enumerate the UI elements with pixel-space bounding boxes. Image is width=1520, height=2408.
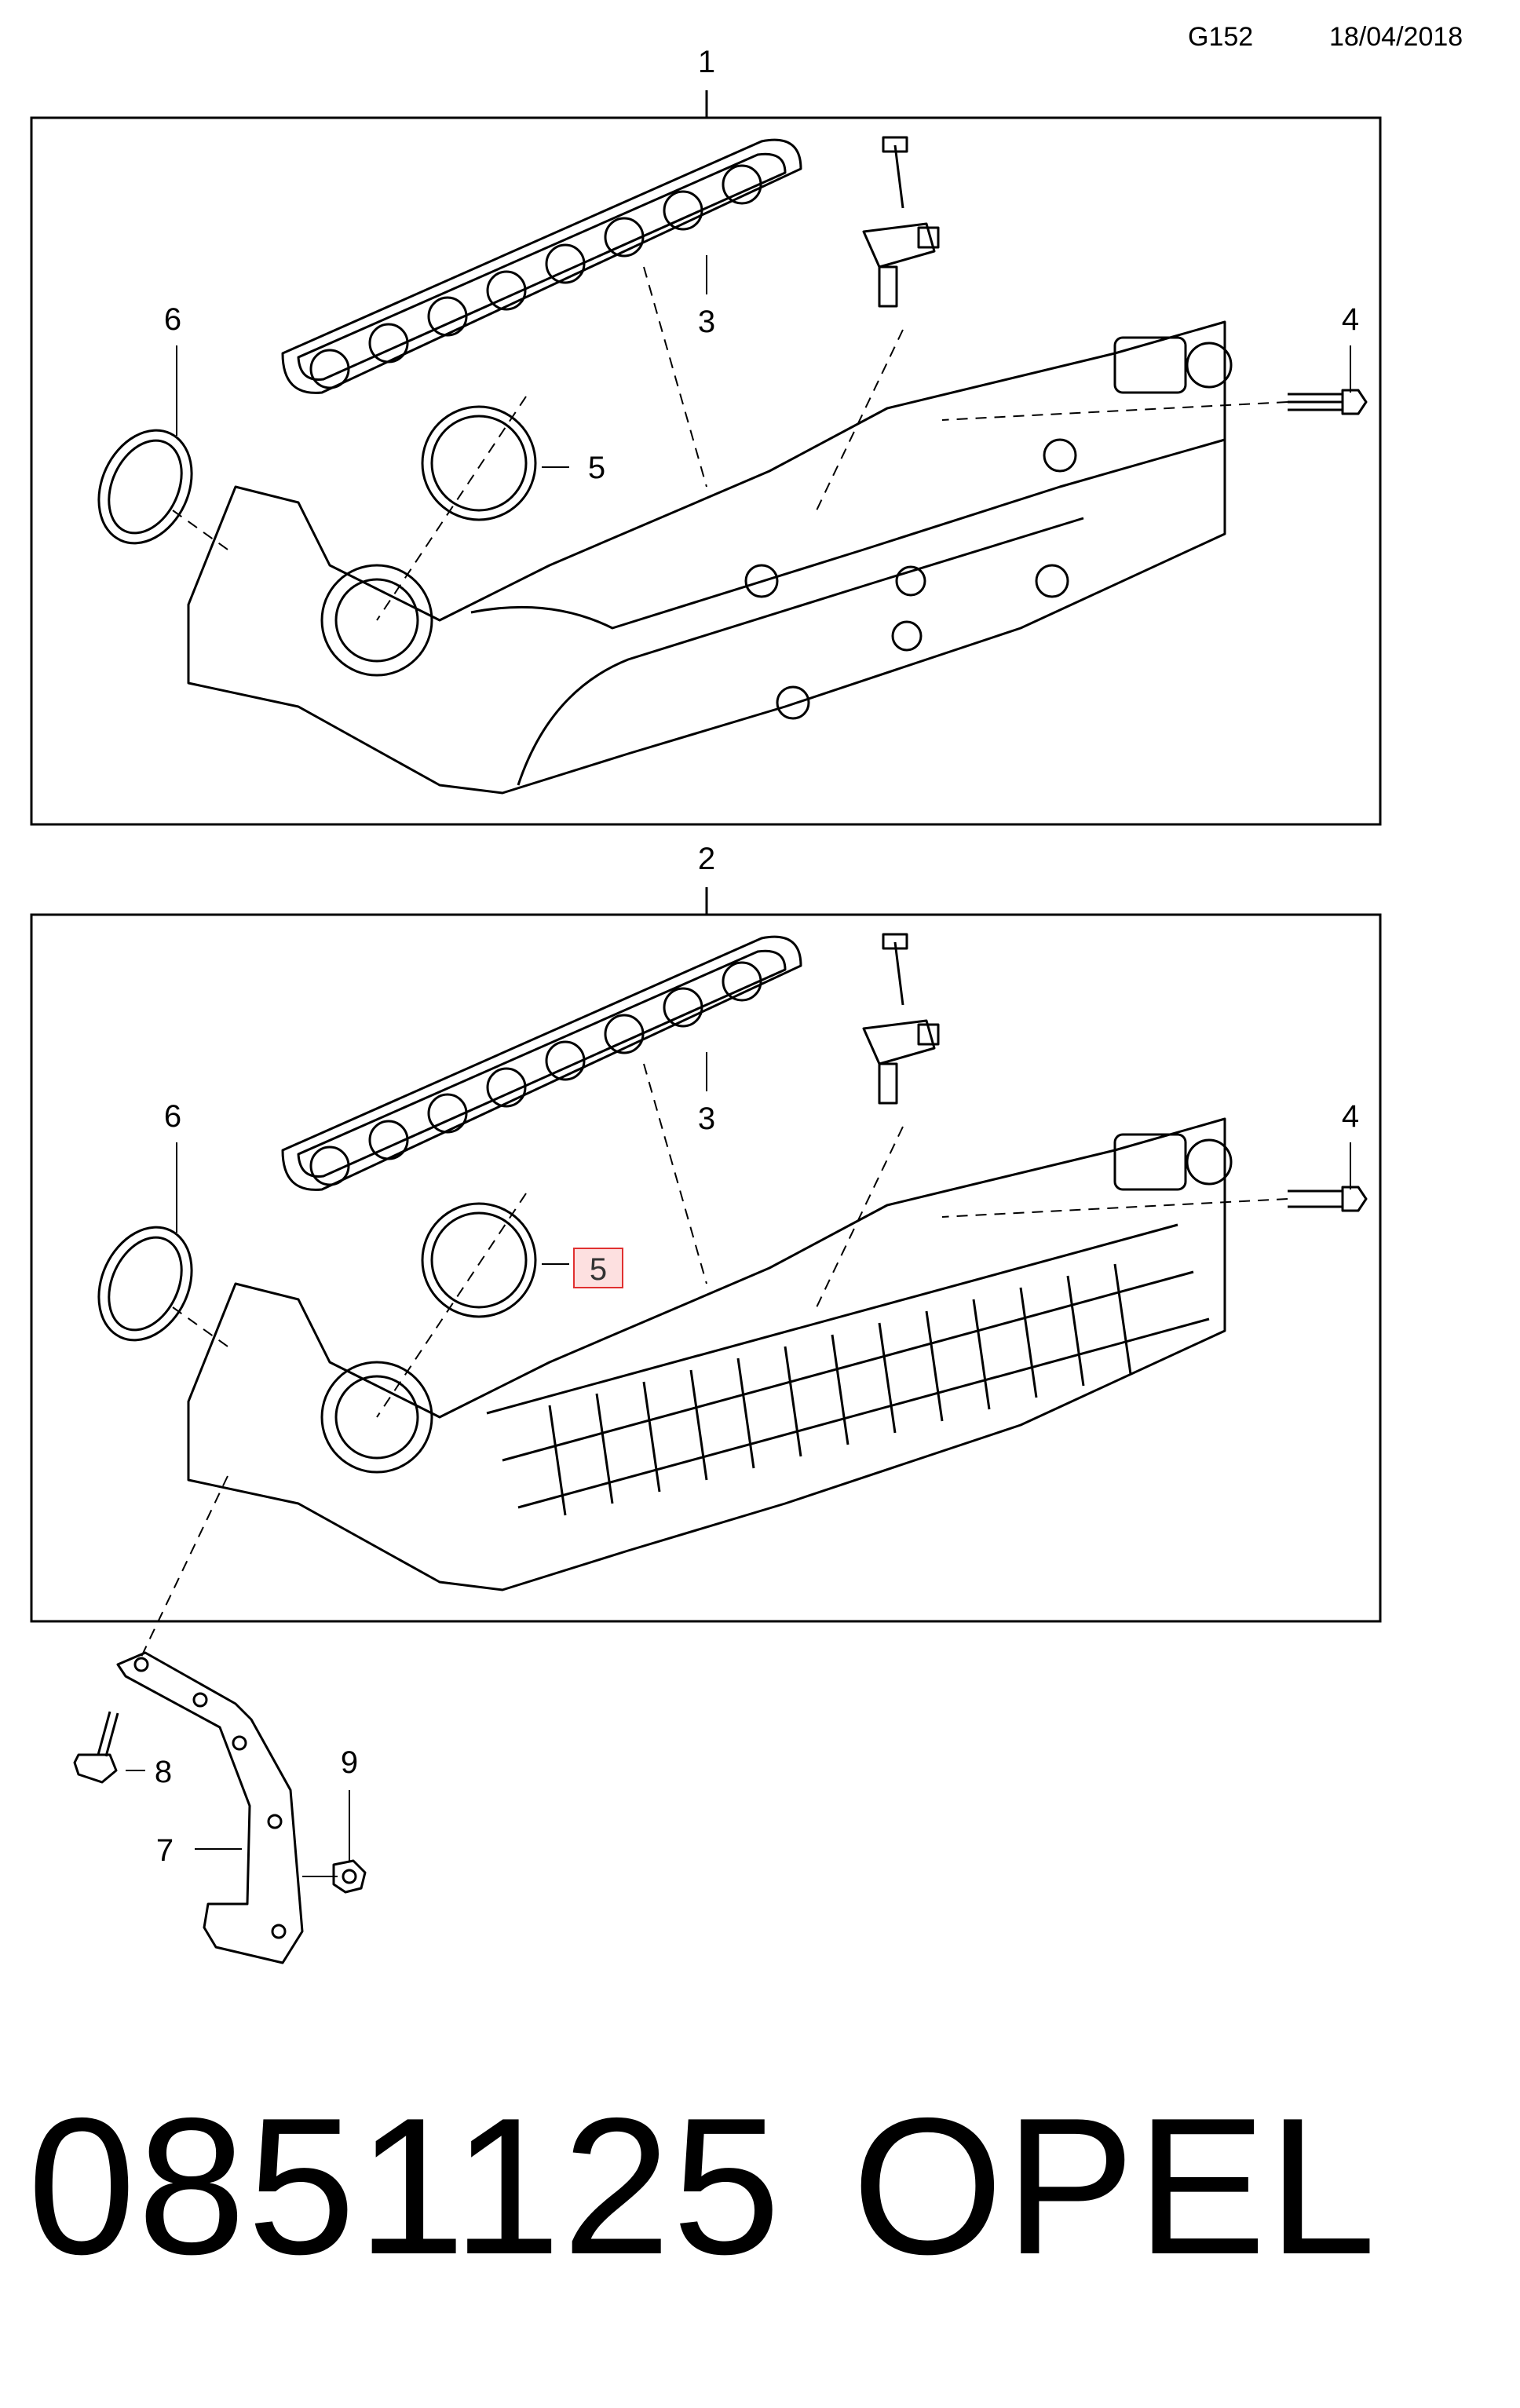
bracket-assembly	[73, 1651, 367, 1964]
intake-manifold-2	[187, 1117, 1233, 1591]
bolt-8	[73, 1711, 119, 1784]
pressure-sensor	[862, 933, 940, 1105]
panel-2-frame	[30, 913, 1382, 1623]
panel-1-frame	[30, 116, 1382, 826]
intake-manifold-1	[187, 320, 1233, 795]
panel-2-label: 2	[698, 842, 715, 876]
callout-8: 8	[155, 1755, 172, 1789]
pressure-sensor	[862, 136, 940, 308]
callout-5-highlighted[interactable]: 5	[590, 1252, 607, 1287]
callout-3: 3	[698, 1102, 715, 1136]
callout-6: 6	[164, 1099, 181, 1134]
callout-9: 9	[341, 1745, 358, 1780]
ring-seal-5	[421, 1202, 537, 1318]
callout-5: 5	[588, 451, 605, 485]
o-ring-6	[97, 1226, 193, 1342]
manifold-gasket	[281, 138, 802, 394]
ring-seal-5	[421, 405, 537, 521]
panel-1-parts	[97, 136, 1368, 795]
bolt-4	[1288, 1186, 1368, 1212]
panel-1-label: 1	[698, 45, 715, 79]
brand-name: OPEL	[852, 2077, 1378, 2295]
callout-7: 7	[156, 1833, 174, 1868]
diagram-code: G152	[1188, 22, 1254, 52]
callout-4: 4	[1342, 302, 1359, 337]
callout-3: 3	[698, 305, 715, 339]
callout-4: 4	[1342, 1099, 1359, 1134]
bolt-4	[1288, 389, 1368, 415]
highlight-box	[573, 1248, 623, 1288]
manifold-gasket	[281, 935, 802, 1191]
o-ring-6	[97, 429, 193, 545]
diagram-date: 18/04/2018	[1329, 22, 1463, 52]
panel-2-parts	[97, 933, 1368, 1657]
nut-9	[332, 1859, 367, 1894]
part-number: 0851125	[27, 2077, 783, 2295]
callout-6: 6	[164, 302, 181, 337]
bracket-7	[116, 1651, 304, 1964]
